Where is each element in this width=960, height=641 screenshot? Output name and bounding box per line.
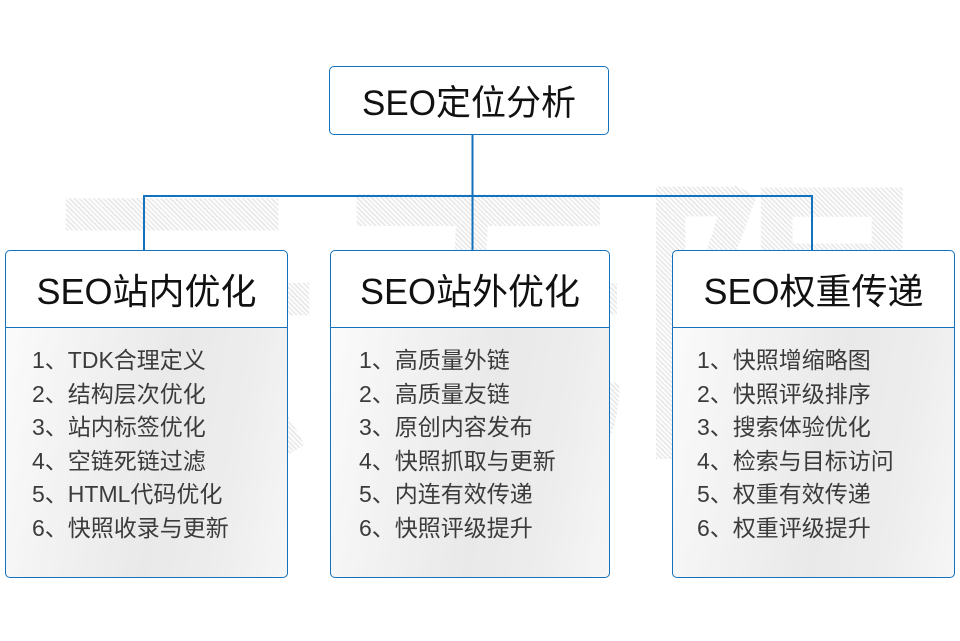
branch-title-weight-transfer: SEO权重传递 <box>703 271 924 312</box>
list-item: 6、快照评级提升 <box>359 514 533 541</box>
root-node[interactable]: SEO定位分析 <box>329 66 609 135</box>
branch-header-weight-transfer[interactable]: SEO权重传递 <box>672 250 955 328</box>
branch-node-on-site[interactable]: SEO站内优化 1、TDK合理定义 2、结构层次优化 3、站内标签优化 4、空链… <box>5 250 288 578</box>
list-item: 4、快照抓取与更新 <box>359 447 556 474</box>
root-node-title: SEO定位分析 <box>362 84 576 123</box>
branch-list-weight-transfer: 1、快照增缩略图 2、快照评级排序 3、搜索体验优化 4、检索与目标访问 5、权… <box>672 328 955 578</box>
list-item: 2、高质量友链 <box>359 380 510 407</box>
list-item: 1、快照增缩略图 <box>697 347 871 373</box>
list-item: 2、结构层次优化 <box>32 380 206 407</box>
branch-title-on-site: SEO站内优化 <box>36 271 257 312</box>
branch-node-off-site[interactable]: SEO站外优化 1、高质量外链 2、高质量友链 3、原创内容发布 4、快照抓取与… <box>330 250 610 578</box>
list-item: 1、高质量外链 <box>359 347 510 373</box>
list-item: 3、原创内容发布 <box>359 414 533 440</box>
branch-title-off-site: SEO站外优化 <box>359 271 581 312</box>
list-item: 5、权重有效传递 <box>697 481 871 507</box>
branch-header-on-site[interactable]: SEO站内优化 <box>5 250 288 328</box>
list-item: 4、检索与目标访问 <box>697 447 894 474</box>
branch-list-off-site: 1、高质量外链 2、高质量友链 3、原创内容发布 4、快照抓取与更新 5、内连有… <box>330 328 610 578</box>
list-item: 6、权重评级提升 <box>697 514 871 541</box>
list-item: 3、搜索体验优化 <box>697 414 871 440</box>
list-item: 5、内连有效传递 <box>359 481 533 507</box>
list-item: 3、站内标签优化 <box>32 414 206 440</box>
list-item: 2、快照评级排序 <box>697 380 871 407</box>
list-item: 1、TDK合理定义 <box>32 347 206 373</box>
list-item: 5、HTML代码优化 <box>32 481 223 507</box>
branch-node-weight-transfer[interactable]: SEO权重传递 1、快照增缩略图 2、快照评级排序 3、搜索体验优化 4、检索与… <box>672 250 955 578</box>
branch-header-off-site[interactable]: SEO站外优化 <box>330 250 610 328</box>
branch-list-on-site: 1、TDK合理定义 2、结构层次优化 3、站内标签优化 4、空链死链过滤 5、H… <box>5 328 288 578</box>
list-item: 4、空链死链过滤 <box>32 447 206 474</box>
list-item: 6、快照收录与更新 <box>32 514 229 541</box>
